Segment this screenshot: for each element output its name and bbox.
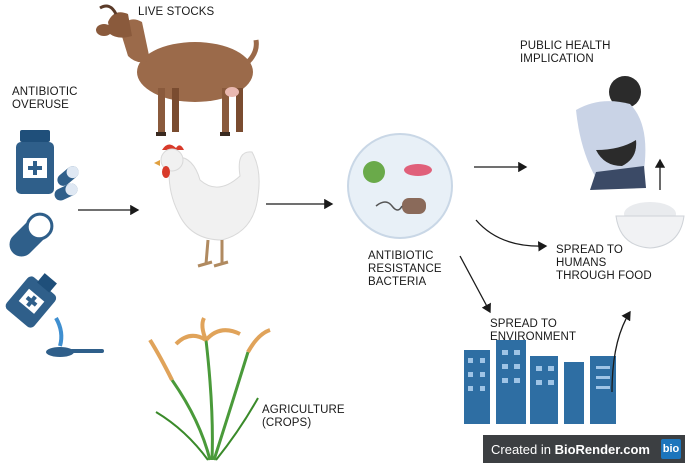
label-line: PUBLIC HEALTH <box>520 40 611 52</box>
biorender-badge[interactable]: Created in BioRender.com bio <box>483 435 685 463</box>
label-line: ENVIRONMENT <box>490 331 577 343</box>
arrow-bacteria-to-environment <box>459 255 491 314</box>
label-line: ANTIBIOTIC <box>12 86 78 98</box>
label-line: AGRICULTURE <box>262 404 345 416</box>
label-line: HUMANS <box>556 257 607 269</box>
label-line: (CROPS) <box>262 417 312 429</box>
capsule-icon <box>9 212 54 257</box>
label-live-stocks: LIVE STOCKS <box>138 6 214 19</box>
city-buildings-icon <box>464 340 616 424</box>
arrow-bacteria-to-food <box>475 219 548 252</box>
label-antibiotic-overuse: ANTIBIOTIC OVERUSE <box>12 86 78 112</box>
label-line: ANTIBIOTIC <box>368 250 434 262</box>
label-line: OVERUSE <box>12 99 69 111</box>
crops-icon <box>148 317 271 461</box>
arrow-environment-up <box>611 310 631 393</box>
badge-prefix: Created in <box>491 441 555 457</box>
label-public-health: PUBLIC HEALTH IMPLICATION <box>520 40 611 66</box>
label-resistance-bacteria: ANTIBIOTIC RESISTANCE BACTERIA <box>368 250 442 289</box>
syrup-bottle-icon <box>5 273 104 357</box>
chicken-icon <box>154 144 260 268</box>
label-line: IMPLICATION <box>520 53 594 65</box>
label-live-stocks-text: LIVE STOCKS <box>138 6 215 18</box>
badge-text: Created in BioRender.com <box>483 442 650 457</box>
arrows <box>78 158 666 393</box>
label-line: BACTERIA <box>368 276 427 288</box>
biorender-logo-icon: bio <box>661 439 681 459</box>
food-bowl-icon <box>615 202 685 249</box>
badge-brand: BioRender.com <box>554 441 650 457</box>
bacteria-icon <box>347 133 453 239</box>
sick-person-icon <box>576 76 646 190</box>
label-line: THROUGH FOOD <box>556 270 652 282</box>
label-line: SPREAD TO <box>556 244 623 256</box>
pill-bottle-icon <box>16 130 54 194</box>
goat-icon <box>96 4 259 136</box>
label-line: SPREAD TO <box>490 318 557 330</box>
label-agriculture: AGRICULTURE (CROPS) <box>262 404 345 430</box>
label-spread-environment: SPREAD TO ENVIRONMENT <box>490 318 576 344</box>
label-spread-humans: SPREAD TO HUMANS THROUGH FOOD <box>556 244 652 283</box>
label-line: RESISTANCE <box>368 263 442 275</box>
capsules-icon <box>54 166 79 201</box>
